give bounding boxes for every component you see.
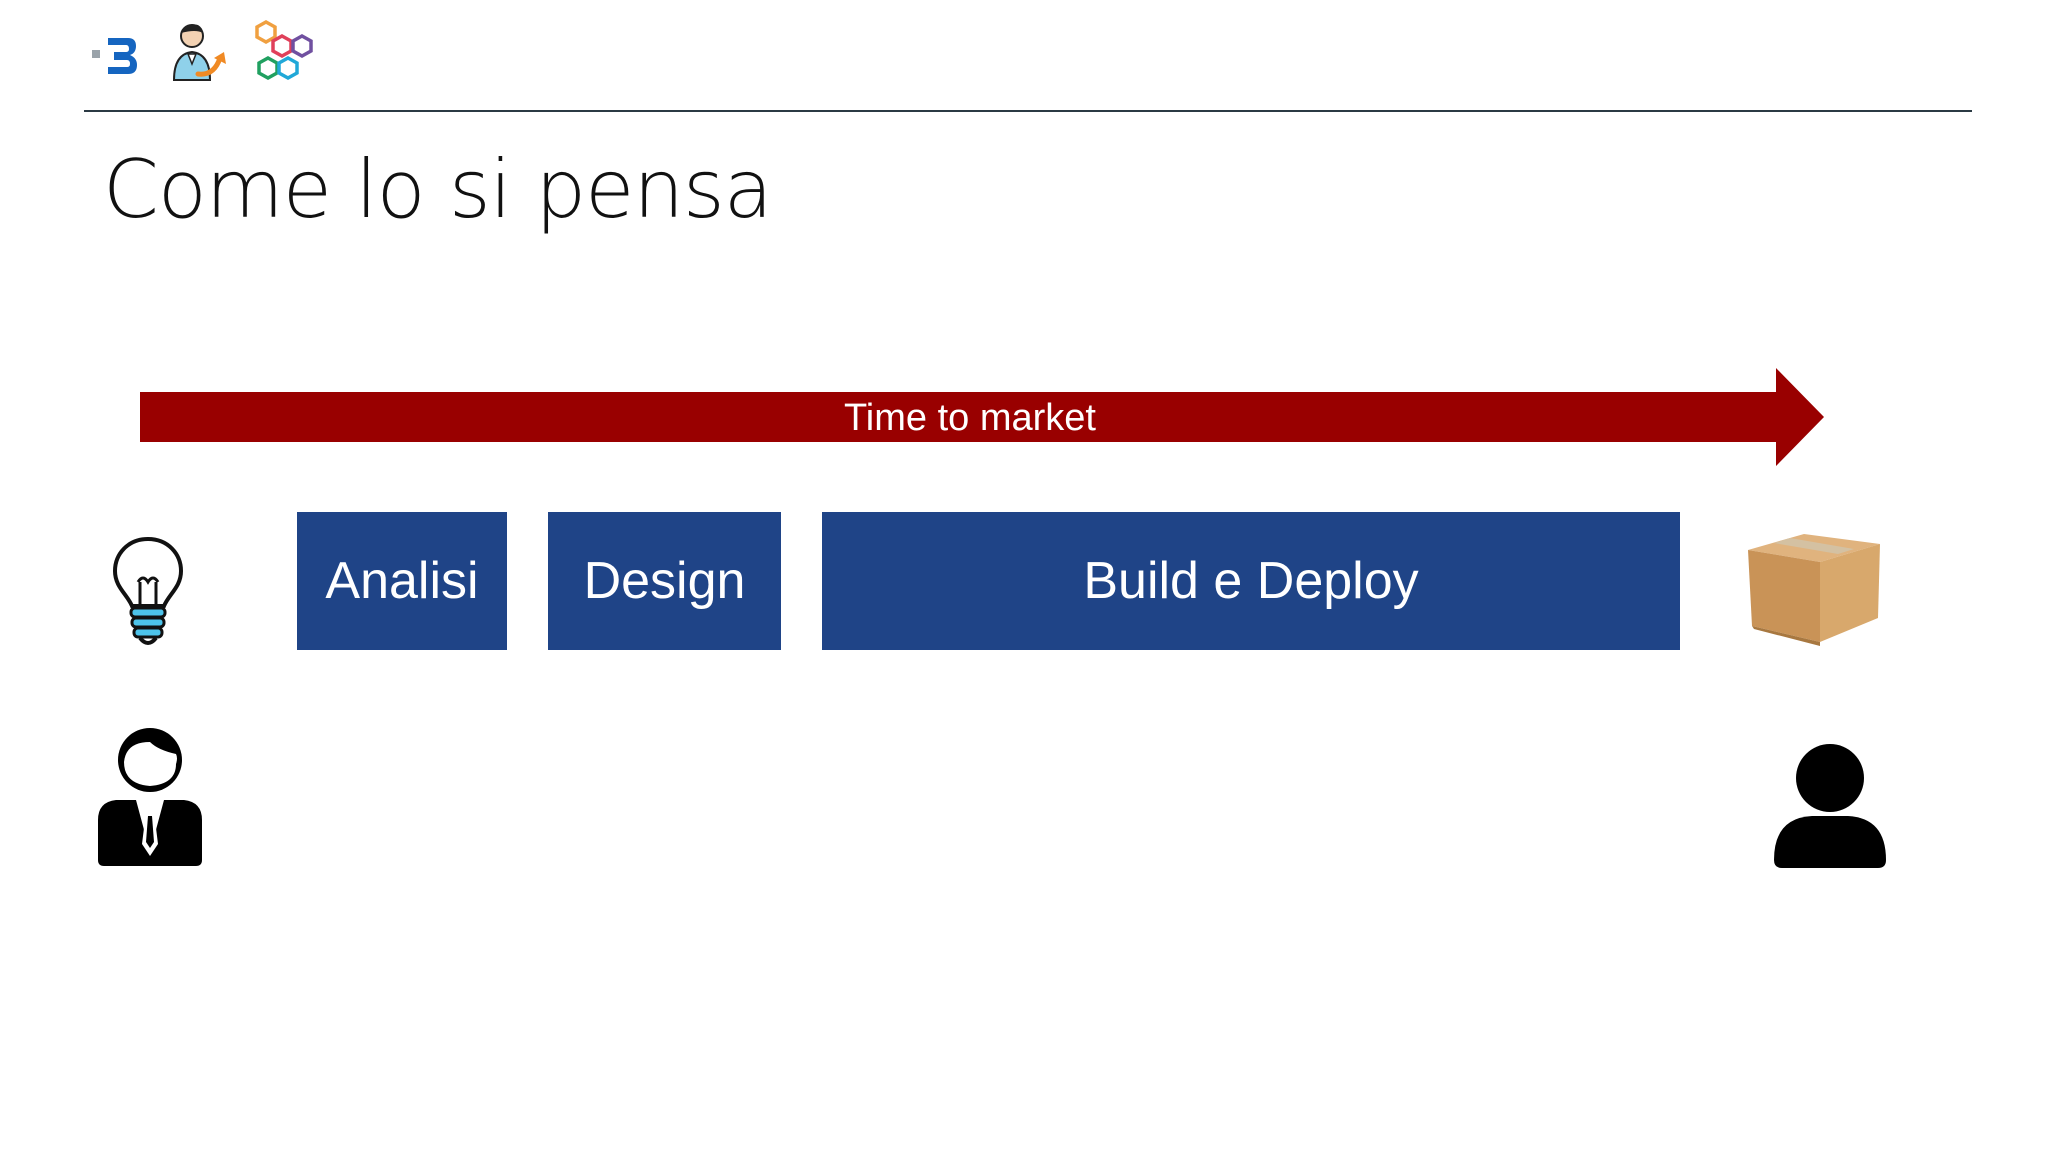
businessman-icon <box>98 728 202 866</box>
header-divider <box>84 110 1972 112</box>
phase-design: Design <box>548 512 781 650</box>
slide-title: Come lo si pensa <box>103 143 773 236</box>
hexagon-cluster-icon <box>255 20 313 81</box>
lightbulb-icon <box>112 536 184 645</box>
time-to-market-label: Time to market <box>844 397 1096 439</box>
header-logos <box>88 18 328 90</box>
person-growth-icon <box>172 24 226 81</box>
phase-build-deploy: Build e Deploy <box>822 512 1680 650</box>
b3-logo-icon <box>92 38 137 74</box>
phase-analisi: Analisi <box>297 512 507 650</box>
cardboard-box-icon <box>1748 534 1880 646</box>
user-icon <box>1774 744 1886 868</box>
time-to-market-arrow <box>140 368 1824 466</box>
